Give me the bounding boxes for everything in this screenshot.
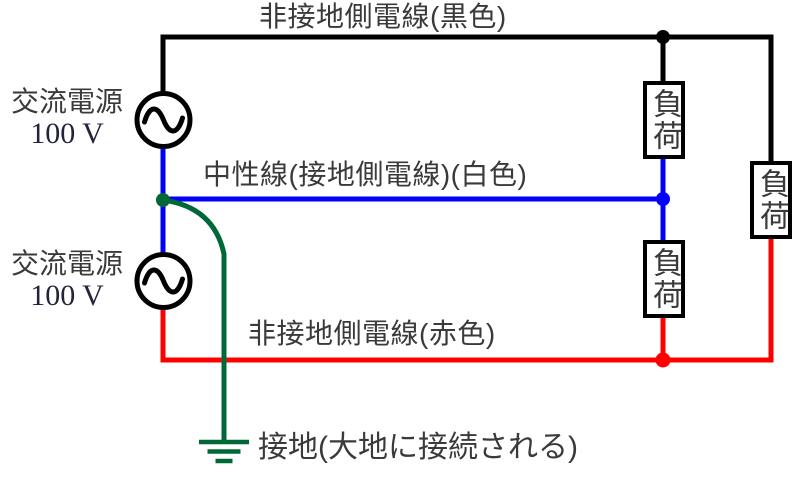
ac-source-2-name: 交流電源 xyxy=(10,248,123,279)
ground-label: 接地(大地に接続される) xyxy=(258,431,578,464)
ground-junction-dot xyxy=(156,193,170,207)
red-wire-label: 非接地側電線(赤色) xyxy=(248,318,496,349)
black-wire-path xyxy=(160,34,774,163)
neutral-junction-dot xyxy=(656,192,670,206)
ac-source-1-voltage: 100 V xyxy=(30,117,104,150)
ac-source-1-name: 交流電源 xyxy=(10,86,123,117)
ac-source-symbol-1 xyxy=(134,91,193,149)
neutral-wire-label: 中性線(接地側電線)(白色) xyxy=(203,159,528,190)
sine-wave-icon xyxy=(142,106,185,134)
load-box-right-label: 負荷 xyxy=(755,168,788,232)
ac-source-2-label: 交流電源 100 V xyxy=(0,247,134,311)
ac-source-1-label: 交流電源 100 V xyxy=(0,85,134,149)
ground-wire-path xyxy=(162,197,227,442)
red-wire-path xyxy=(160,237,774,363)
load-box-top-label: 負荷 xyxy=(648,88,681,152)
ac-source-symbol-2 xyxy=(134,252,193,310)
load-box-bottom: 負荷 xyxy=(643,240,685,318)
load-box-top: 負荷 xyxy=(643,81,685,159)
sine-wave-icon xyxy=(142,267,185,295)
load-box-bottom-label: 負荷 xyxy=(648,247,681,311)
black-junction-dot xyxy=(656,30,670,44)
ac-source-2-voltage: 100 V xyxy=(30,279,104,312)
red-junction-dot xyxy=(655,352,671,368)
black-wire-label: 非接地側電線(黒色) xyxy=(259,1,507,32)
load-box-right: 負荷 xyxy=(750,161,792,239)
